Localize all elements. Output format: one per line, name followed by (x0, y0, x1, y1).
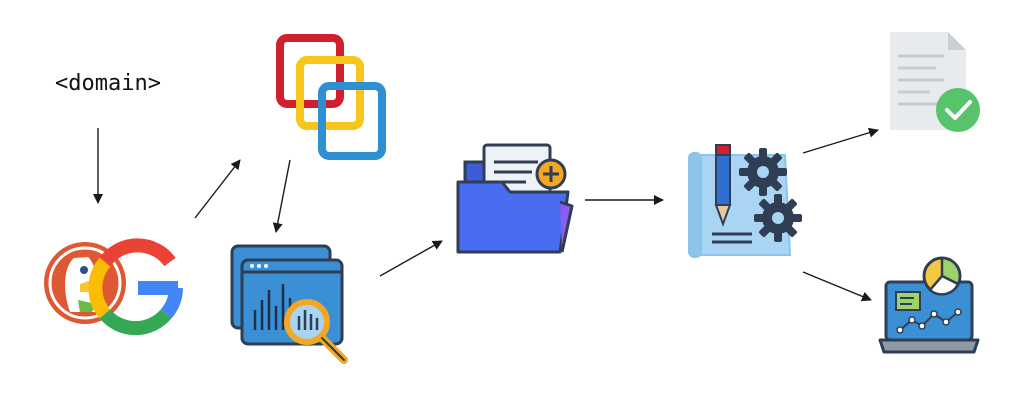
search-engines-icon (44, 238, 183, 336)
arrow-pages-to-analytics (272, 159, 291, 233)
document-check-icon (890, 32, 980, 132)
arrow-blueprint-to-laptop (802, 271, 872, 302)
google-logo-icon (88, 238, 183, 336)
stacked-pages-icon (276, 34, 386, 160)
gear-icon (754, 194, 802, 242)
arrow-search-to-pages (194, 159, 241, 219)
domain-label: <domain> (55, 71, 161, 96)
gear-icon (739, 148, 787, 196)
analytics-magnifier-icon (230, 244, 348, 364)
laptop-chart-icon (878, 256, 980, 354)
blueprint-gears-icon (688, 144, 802, 258)
pencil-icon (714, 144, 732, 227)
folder-add-document-icon (456, 143, 574, 254)
arrow-analytics-to-folder (379, 240, 443, 277)
arrow-blueprint-to-document (802, 127, 879, 154)
